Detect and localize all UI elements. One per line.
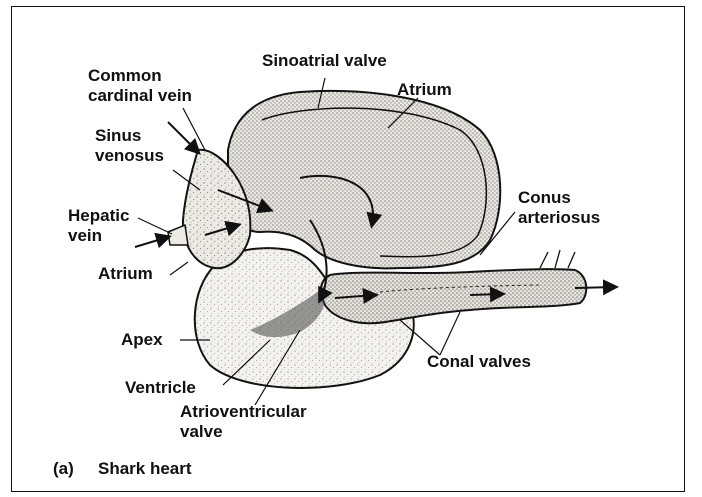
label-atrium-lower: Atrium	[98, 264, 153, 284]
label-atrioventricular-valve: Atrioventricular valve	[180, 402, 307, 442]
label-sinoatrial-valve: Sinoatrial valve	[262, 51, 387, 71]
label-common-cardinal-vein: Common cardinal vein	[88, 66, 192, 106]
label-apex: Apex	[121, 330, 163, 350]
label-atrium-upper: Atrium	[397, 80, 452, 100]
label-hepatic-vein: Hepatic vein	[68, 206, 129, 246]
label-sinus-venosus: Sinus venosus	[95, 126, 164, 166]
label-conus-arteriosus: Conus arteriosus	[518, 188, 600, 228]
label-conal-valves: Conal valves	[427, 352, 531, 372]
caption-title: Shark heart	[98, 459, 192, 479]
label-ventricle: Ventricle	[125, 378, 196, 398]
caption-letter: (a)	[53, 459, 74, 479]
